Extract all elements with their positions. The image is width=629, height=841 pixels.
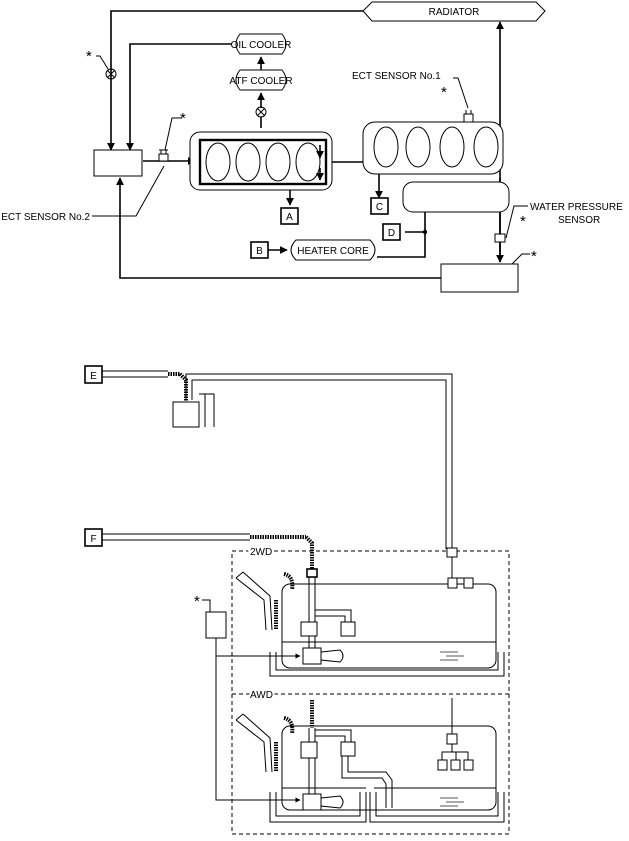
connector-b: B [250, 241, 269, 259]
asterisk-leader [96, 55, 109, 70]
water-pressure-sensor-icon [494, 233, 506, 243]
asterisk-mark: * [441, 84, 447, 101]
signal-line-2wd [215, 638, 301, 659]
engine-block-left [189, 131, 333, 191]
connector-f: F [84, 528, 103, 547]
water-pressure-sensor-leader [505, 205, 528, 239]
engine-block-right [362, 121, 510, 213]
hose-e [102, 370, 453, 549]
asterisk-mark: * [520, 213, 526, 230]
control-module [205, 611, 227, 639]
radiator: RADIATOR [362, 1, 546, 22]
ect-sensor-2-leader [92, 165, 165, 217]
heater-core: HEATER CORE [290, 239, 376, 261]
signal-line-awd [215, 656, 301, 803]
oil-cooler-label: OIL COOLER [231, 40, 292, 51]
asterisk-leader [511, 253, 530, 265]
connector-a-label: A [286, 212, 293, 223]
connector-c: C [370, 197, 389, 215]
valve-icon [255, 106, 267, 118]
water-pressure-sensor-label-1: WATER PRESSURE [530, 202, 623, 213]
coolant-reservoir [440, 263, 519, 293]
connector-f-label: F [90, 534, 96, 545]
asterisk-mark: * [180, 110, 186, 127]
connector-d-label: D [388, 228, 395, 239]
ect-sensor-2-label: ECT SENSOR No.2 [1, 212, 90, 223]
connector-b-label: B [256, 246, 263, 257]
asterisk-mark: * [531, 248, 537, 265]
asterisk-mark: * [86, 48, 92, 65]
ect-sensor-1-icon [463, 110, 474, 123]
atf-cooler-label: ATF COOLER [229, 76, 292, 87]
assembly-2wd [235, 547, 505, 677]
valve-icon [105, 68, 117, 80]
oil-cooler: OIL COOLER [231, 33, 292, 55]
connector-c-label: C [376, 202, 383, 213]
variant-awd-label: AWD [250, 690, 273, 701]
hose-f [102, 533, 314, 570]
variant-enclosure [231, 550, 510, 835]
water-pressure-sensor-label-2: SENSOR [558, 215, 600, 226]
ect-sensor-2-icon [158, 149, 169, 162]
connector-a: A [280, 207, 299, 225]
variant-2wd-label: 2WD [250, 547, 272, 558]
ect-sensor-1-leader [453, 77, 469, 109]
asterisk-mark: * [194, 593, 200, 610]
connector-d: D [382, 223, 401, 241]
thermostat-housing [93, 149, 143, 177]
atf-cooler: ATF COOLER [229, 69, 293, 91]
connector-e: E [84, 365, 103, 384]
asterisk-leader [164, 117, 182, 151]
ect-sensor-1-label: ECT SENSOR No.1 [352, 71, 441, 82]
heater-core-label: HEATER CORE [297, 246, 369, 257]
radiator-label: RADIATOR [429, 7, 480, 18]
asterisk-leader [202, 599, 211, 612]
connector-e-label: E [90, 371, 97, 382]
assembly-awd [235, 698, 505, 823]
